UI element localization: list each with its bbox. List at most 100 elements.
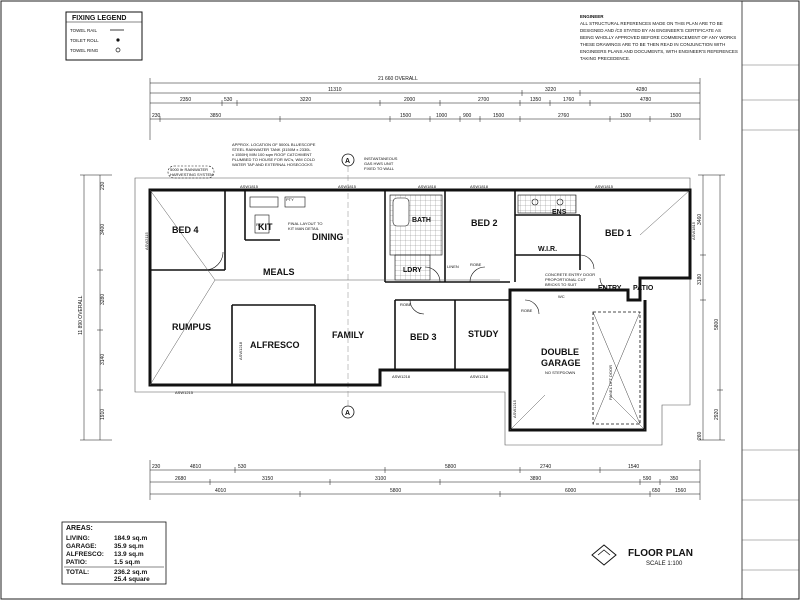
svg-text:1560: 1560 [675,488,686,494]
entry-note: CONCRETE ENTRY DOOR PROPORTIONAL CUT BRI… [545,272,595,287]
engineer-note: ENGINEER ALL STRUCTURAL REFERENCES MADE … [580,14,738,61]
garage-roller-door [592,311,641,425]
room-label-bed3: BED 3 [410,332,437,342]
room-label-wir: W.I.R. [538,246,557,253]
svg-text:530: 530 [238,464,247,470]
fridge-icon [254,214,270,234]
areas-row-value: 184.9 sq.m [114,535,147,542]
svg-text:2680: 2680 [175,476,186,482]
window-code: ASW1815 [691,221,696,240]
svg-text:590: 590 [643,476,652,482]
svg-text:BRICKS TO SUIT: BRICKS TO SUIT [545,282,577,287]
svg-text:3100: 3100 [375,476,386,482]
svg-text:350: 350 [670,476,679,482]
room-label-bed1: BED 1 [605,228,632,238]
window-code: ASW1218 [470,374,489,379]
drawing-scale: SCALE 1:100 [646,561,683,567]
svg-text:6000: 6000 [565,488,576,494]
towel-ring-icon [115,47,121,53]
svg-text:TAKING PRECEDENCE.: TAKING PRECEDENCE. [580,56,630,61]
overall-width-dimension: 21 660 OVERALL [378,76,418,82]
svg-text:3180: 3180 [697,274,703,285]
svg-text:11310: 11310 [328,87,342,93]
cooktop-icon [249,196,279,208]
north-arrow-chevron-icon [597,549,611,556]
window-code: ASW1818 [470,184,489,189]
areas-table: AREAS: LIVING: 184.9 sq.m GARAGE: 35.9 s… [61,521,167,585]
window-code: ASW1215 [512,399,517,418]
svg-text:4780: 4780 [640,97,651,103]
room-label-alfresco: ALFRESCO [250,340,300,350]
svg-text:1500: 1500 [620,113,631,119]
svg-text:230: 230 [152,113,161,119]
svg-text:1910: 1910 [100,409,106,420]
svg-text:4280: 4280 [636,87,647,93]
svg-text:530: 530 [224,97,233,103]
garage-step-note: NO STEPDOWN [545,370,575,375]
svg-text:3460: 3460 [697,214,703,225]
room-label-garage: GARAGE [541,358,581,368]
room-label-bath: BATH [412,217,431,224]
top-dimension-lines [149,78,701,140]
svg-text:3220: 3220 [545,87,556,93]
section-marker-top: A [341,153,355,167]
drawing-title: FLOOR PLAN [628,548,693,559]
svg-text:2920: 2920 [714,409,720,420]
fixing-legend: FIXING LEGEND TOWEL RAIL TOILET ROLL TOW… [65,11,143,61]
room-label-meals: MEALS [263,267,295,277]
svg-text:STEEL RAINWATER TANK (3150M x: STEEL RAINWATER TANK (3150M x 2330L [232,147,311,152]
svg-text:1540: 1540 [628,464,639,470]
room-label-kit: KIT [258,222,273,232]
bathtub-icon [392,197,410,227]
areas-title: AREAS: [66,525,93,532]
room-label-study: STUDY [468,329,499,339]
legend-item-towel-ring: TOWEL RING [70,48,99,53]
laundry-tiles [394,254,431,281]
svg-text:2000: 2000 [404,97,415,103]
svg-text:DESIGNED AND /C0 STATED BY AN: DESIGNED AND /C0 STATED BY AN ENGINEER'S… [580,28,721,33]
svg-text:CONCRETE ENTRY DOOR: CONCRETE ENTRY DOOR [545,272,595,277]
room-label-family: FAMILY [332,330,364,340]
areas-row-label: PATIO: [66,559,87,566]
room-label-robe-study: ROBE [521,308,533,313]
svg-text:2760: 2760 [558,113,569,119]
room-label-ref: REF [256,222,265,227]
top-dims-row3: 230 3850 1500 1000 900 1500 2760 1500 15… [152,113,681,119]
bottom-dims-row1: 230 4810 530 5800 2740 1540 [152,464,639,470]
title-block: FLOOR PLAN SCALE 1:100 [591,544,693,567]
room-label-dining: DINING [312,232,344,242]
section-marker-bottom: A [341,405,355,419]
ensuite-tiles [517,194,577,214]
svg-text:4010: 4010 [215,488,226,494]
top-dims-row2: 2350 530 3220 2000 2700 1350 1760 4780 [180,97,651,103]
svg-text:FIXED TO WALL: FIXED TO WALL [364,166,395,171]
svg-text:ALL STRUCTURAL REFERENCES MADE: ALL STRUCTURAL REFERENCES MADE ON THIS P… [580,21,723,26]
ensuite-toilet-icon [556,198,564,206]
room-label-linen: LINEN [447,264,459,269]
rainwater-tank: 5000 ltr RAINWATER HARVESTING SYSTEM [167,165,215,179]
room-label-rumpus: RUMPUS [172,322,211,332]
right-dimension-lines [698,174,725,441]
svg-text:2740: 2740 [540,464,551,470]
room-label-robe-bed3: ROBE [400,302,412,307]
room-label-patio: PATIO [633,285,654,292]
roller-door-diagonal-2 [592,311,641,425]
svg-text:3220: 3220 [300,97,311,103]
bottom-dims-row3: 4010 5800 6000 650 1560 [215,488,686,494]
svg-text:3140: 3140 [100,354,106,365]
svg-text:230: 230 [100,181,106,190]
svg-text:1760: 1760 [563,97,574,103]
room-label-bed4: BED 4 [172,225,199,235]
areas-row-value: 35.9 sq.m [114,543,144,550]
window-code: ASW1218 [238,341,243,360]
top-dims-row1: 11310 3220 4280 [328,87,647,93]
room-label-wc: WC [558,294,565,299]
room-label-ldry: LDRY [403,267,422,274]
svg-text:x 1550H) MIN 100 sqm ROOF CATC: x 1550H) MIN 100 sqm ROOF CATCHMENT [232,152,312,157]
svg-text:GAS HWS UNIT: GAS HWS UNIT [364,161,394,166]
room-label-pty: PTY [286,197,294,202]
room-label-robe-bed2: ROBE [470,262,482,267]
